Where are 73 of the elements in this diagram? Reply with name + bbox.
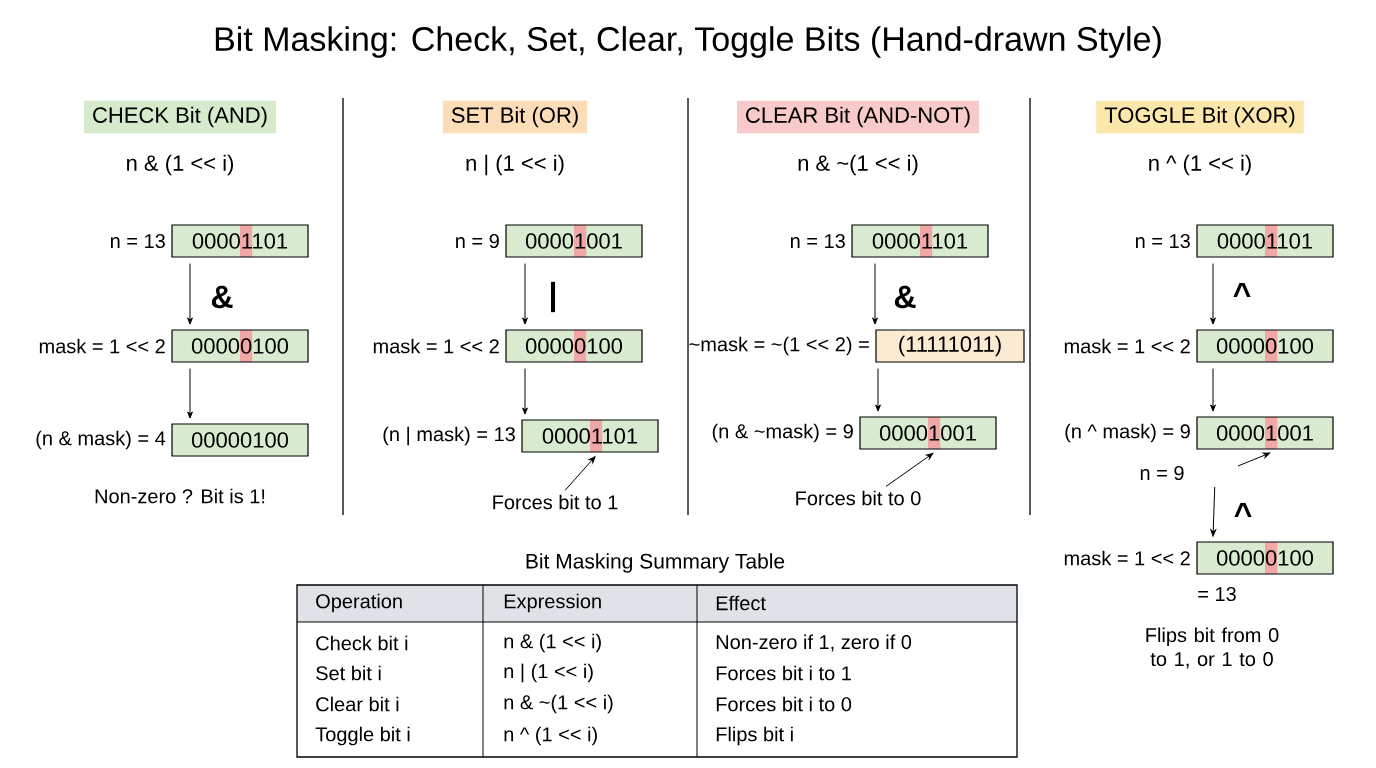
value-label: mask = 1 << 2 <box>39 338 165 354</box>
table-entry: Flips bit i <box>716 726 793 746</box>
table-entry: Toggle bit i <box>315 726 410 746</box>
bit-box: 00001101 <box>1196 224 1334 258</box>
arrow <box>1237 452 1271 467</box>
table-entry: n | (1 << i) <box>504 663 593 683</box>
table-entry: Forces bit i to 1 <box>716 665 851 681</box>
table-title: Bit Masking Summary Table <box>526 553 785 573</box>
value-label: mask = 1 << 2 <box>373 338 499 354</box>
note-text: Non-zero ? Bit is 1! <box>95 488 265 504</box>
table-entry: n & (1 << i) <box>504 633 601 653</box>
table-entry: Forces bit i to 0 <box>716 696 852 712</box>
operator-symbol: & <box>892 284 918 310</box>
header-band: SET Bit (OR) <box>442 100 588 134</box>
column-heading: Effect <box>716 595 766 611</box>
bit-box: 00000100 <box>1196 329 1334 363</box>
note-text: Forces bit to 1 <box>493 494 618 510</box>
arrow <box>522 263 528 325</box>
header-band: CHECK Bit (AND) <box>84 100 276 134</box>
operator-symbol: | <box>547 280 559 314</box>
table-entry: Check bit i <box>316 635 408 651</box>
column-heading: Expression <box>504 593 601 613</box>
arrow <box>522 368 528 415</box>
formula-text: n ^ (1 << i) <box>1149 154 1251 176</box>
bit-box: 00001001 <box>505 224 643 258</box>
value-label: n = 13 <box>111 233 165 249</box>
formula-text: n & (1 << i) <box>127 154 234 176</box>
value-label: n = 13 <box>1136 233 1190 249</box>
header-band: CLEAR Bit (AND-NOT) <box>736 100 980 134</box>
operator-symbol: & <box>209 284 235 310</box>
bit-box: 00001101 <box>851 224 989 258</box>
value-label: ~mask = ~(1 << 2) = <box>689 336 869 356</box>
value-label: (n & mask) = 4 <box>36 430 166 450</box>
arrow <box>875 368 881 412</box>
bit-box: 00001101 <box>171 224 309 258</box>
formula-text: n & ~(1 << i) <box>798 154 918 176</box>
table-entry: Set bit i <box>316 665 381 681</box>
bit-box: 00000100 <box>171 423 309 457</box>
table-entry: Clear bit i <box>316 696 399 712</box>
title: Bit Masking: Check, Set, Clear, Toggle Bits (Hand-drawn Style) <box>215 26 1161 58</box>
value-label: mask = 1 << 2 <box>1064 550 1190 566</box>
bit-box: (11111011) <box>875 329 1025 363</box>
arrow <box>872 263 878 325</box>
note-text: Flips bit from 0 to 1, or 1 to 0 <box>1146 627 1279 669</box>
bit-box: 00001101 <box>521 419 659 453</box>
note-text: Forces bit to 0 <box>796 490 921 506</box>
arrow <box>1210 368 1216 412</box>
arrow <box>564 456 596 491</box>
table-entry: n ^ (1 << i) <box>504 726 597 746</box>
value-label: mask = 1 << 2 <box>1064 338 1190 354</box>
value-label: (n | mask) = 13 <box>383 426 515 446</box>
value-label: n = 9 <box>456 233 499 249</box>
note-text: n = 9 <box>1140 465 1184 481</box>
operator-symbol: ^ <box>1231 282 1253 306</box>
value-label: (n ^ mask) = 9 <box>1065 423 1190 443</box>
arrow <box>1210 486 1217 537</box>
bit-box: 00001001 <box>1196 416 1334 450</box>
column-heading: Operation <box>316 593 402 613</box>
bit-box: 00001001 <box>859 416 997 450</box>
table-entry: Non-zero if 1, zero if 0 <box>716 634 912 652</box>
value-label: n = 13 <box>791 233 845 249</box>
arrow <box>885 452 934 487</box>
arrow <box>1210 263 1216 325</box>
bit-box: 00000100 <box>505 329 643 363</box>
header-band: TOGGLE Bit (XOR) <box>1096 100 1304 134</box>
arrow <box>187 263 193 325</box>
table-entry: n & ~(1 << i) <box>504 694 613 714</box>
bit-box: 00000100 <box>171 329 309 363</box>
value-label: (n & ~mask) = 9 <box>712 423 853 443</box>
arrow <box>187 368 193 419</box>
bit-box: 00000100 <box>1196 541 1334 575</box>
formula-text: n | (1 << i) <box>466 154 564 176</box>
operator-symbol: ^ <box>1232 502 1254 526</box>
